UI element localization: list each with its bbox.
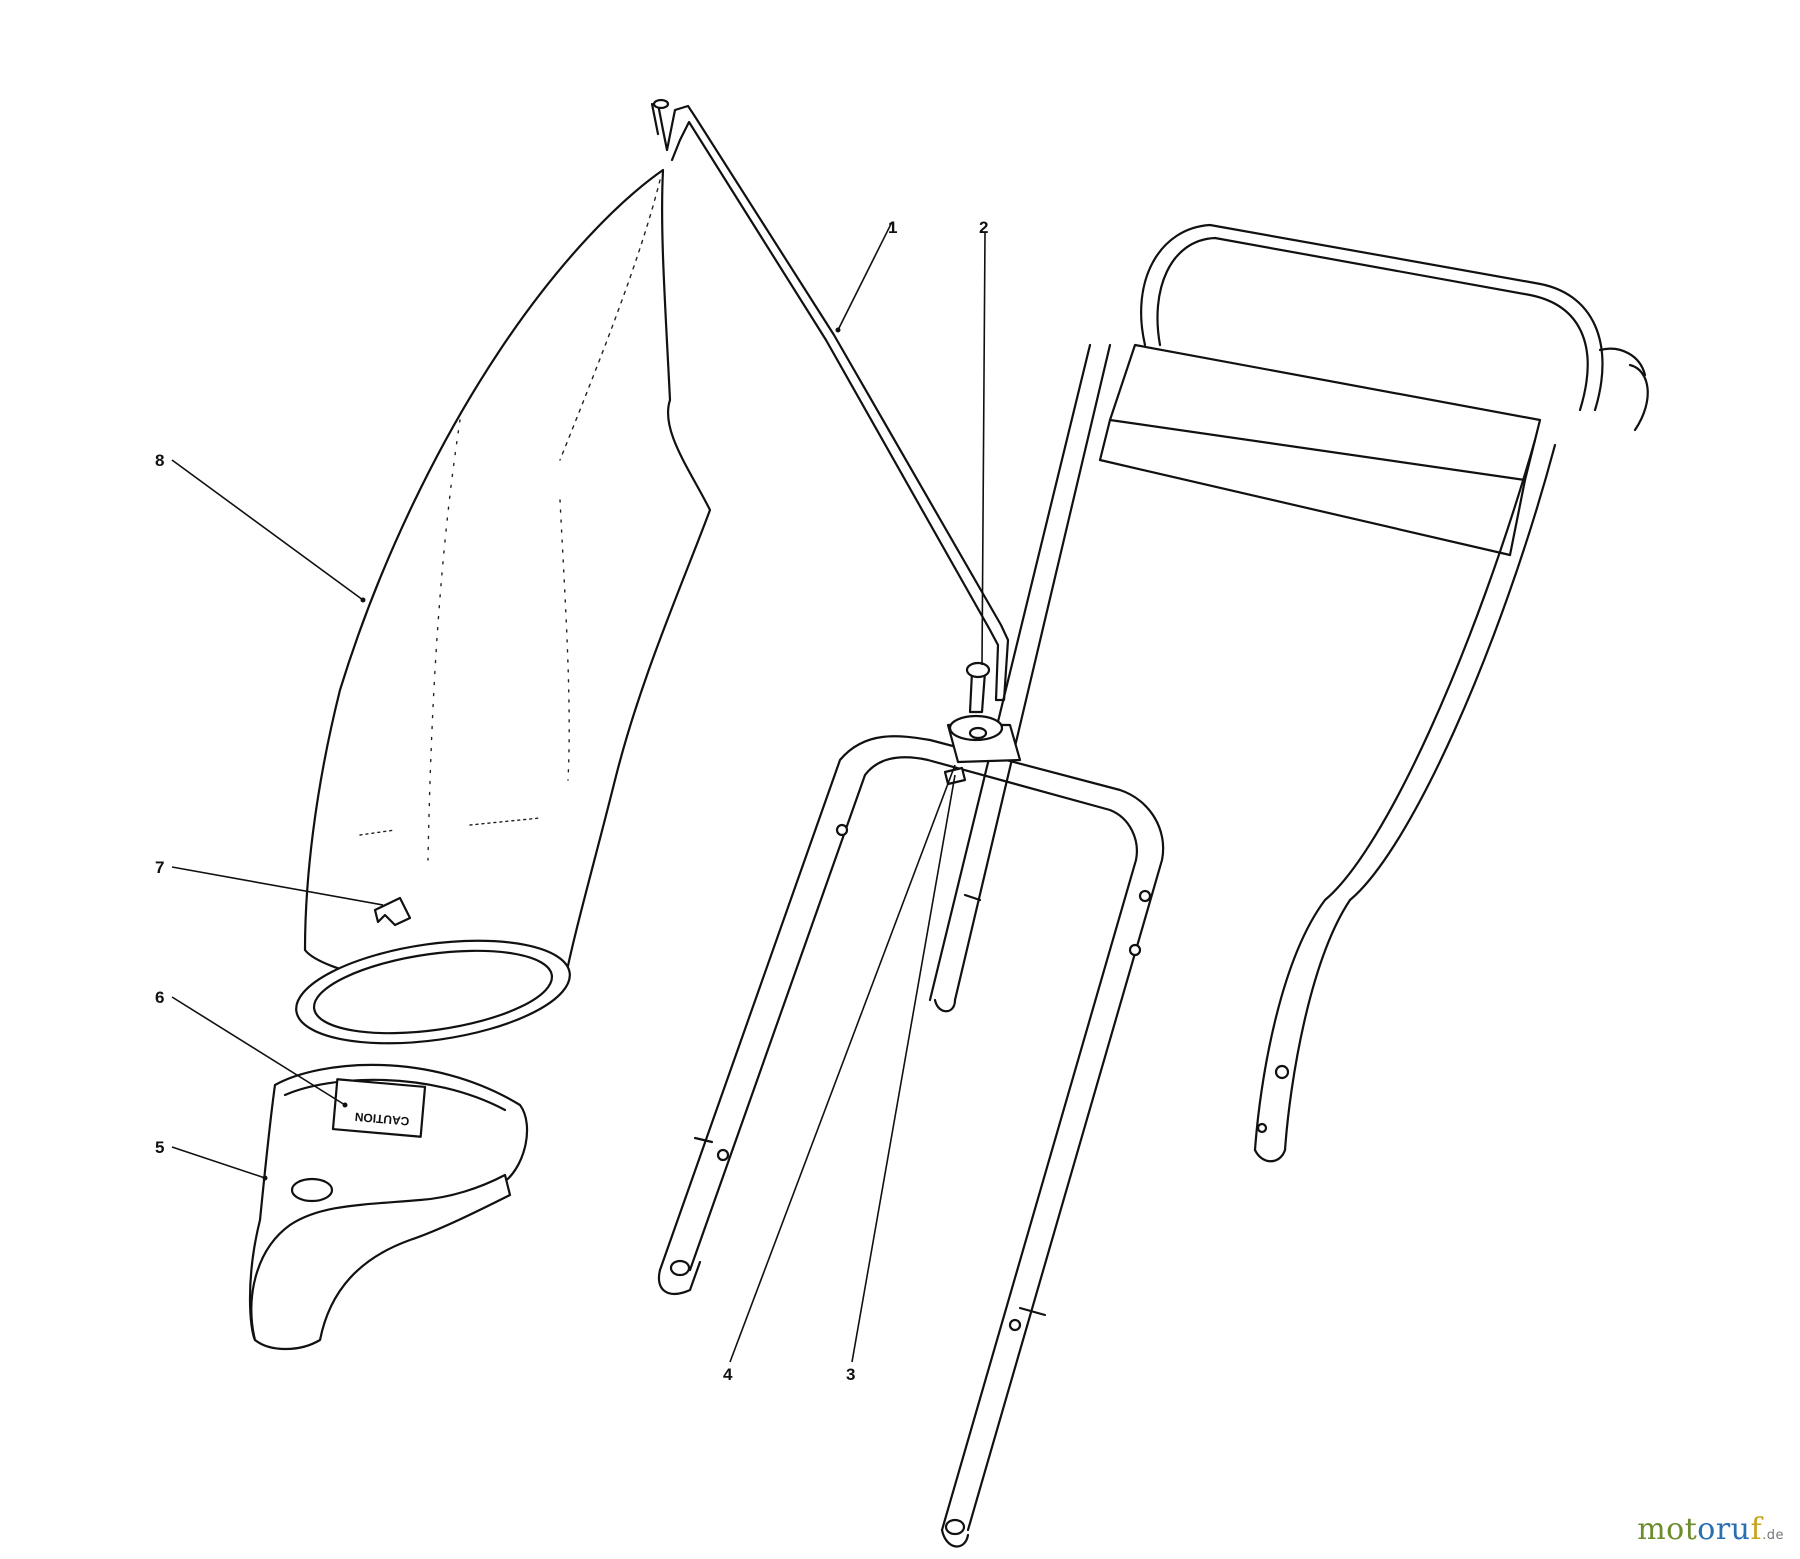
leader-4 <box>729 764 956 1363</box>
watermark-logo: motoruf.de <box>1637 1512 1784 1547</box>
callout-3: 3 <box>846 1365 855 1384</box>
callout-8: 8 <box>155 451 164 470</box>
leader-lines <box>171 221 986 1363</box>
callout-2: 2 <box>979 218 988 237</box>
callout-5: 5 <box>155 1138 164 1157</box>
caution-decal: CAUTION <box>331 1078 427 1138</box>
bag-clip <box>373 896 412 927</box>
watermark-part2: oru <box>1697 1512 1751 1547</box>
callout-4: 4 <box>723 1365 733 1384</box>
bag-adapter: CAUTION <box>248 1063 529 1350</box>
callout-1: 1 <box>888 218 897 237</box>
callout-7: 7 <box>155 858 164 877</box>
leader-2 <box>981 232 986 666</box>
watermark-suffix: .de <box>1762 1528 1784 1543</box>
leader-8 <box>171 459 364 601</box>
lower-handle <box>657 735 1165 1548</box>
callout-6: 6 <box>155 988 164 1007</box>
watermark-part1: mot <box>1637 1512 1698 1547</box>
leader-5 <box>171 1146 266 1179</box>
support-rod <box>650 98 1010 702</box>
caution-label: CAUTION <box>354 1110 410 1129</box>
watermark-part3: f <box>1750 1512 1763 1547</box>
leader-1 <box>837 221 893 331</box>
grass-bag <box>295 168 712 1045</box>
leader-3 <box>851 774 956 1363</box>
leader-7 <box>171 866 384 906</box>
leader-6 <box>171 996 346 1106</box>
upper-handle <box>928 223 1649 1163</box>
callout-numbers: 1 2 3 4 5 6 7 8 <box>155 218 988 1384</box>
